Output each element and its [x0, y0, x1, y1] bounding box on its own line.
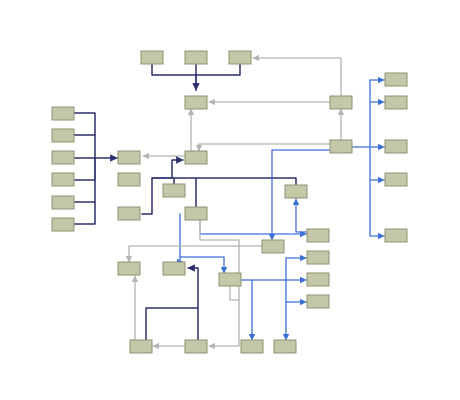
node-right-col-1[interactable] [384, 72, 408, 87]
connector-dark-bottom-up [187, 264, 199, 309]
node-lowmid[interactable] [218, 272, 242, 287]
node-mid-right[interactable] [306, 228, 330, 243]
node-left-lower[interactable] [117, 206, 141, 221]
connector-lower-center-to-lowmid [179, 256, 228, 274]
node-bottom-2[interactable] [184, 339, 208, 354]
node-middle[interactable] [184, 206, 208, 221]
node-upper-right[interactable] [329, 95, 353, 110]
connector-left-col-4 [73, 157, 96, 181]
node-lower-right-2[interactable] [306, 272, 330, 287]
connector-top-right-to-hub [195, 63, 241, 76]
connector-left-col-1 [73, 112, 96, 159]
node-left-col-2[interactable] [51, 128, 75, 143]
node-left-col-3[interactable] [51, 150, 75, 165]
connector-right-fan-1 [351, 76, 385, 148]
node-hub[interactable] [184, 95, 208, 110]
node-left-col-6[interactable] [51, 217, 75, 232]
node-lower-right-1[interactable] [306, 250, 330, 265]
node-left-col-1[interactable] [51, 106, 75, 121]
node-top-middle[interactable] [184, 50, 208, 65]
node-right-col-4[interactable] [384, 172, 408, 187]
connector-lowmid-fan-3 [285, 279, 307, 306]
connector-right-fan-5 [369, 179, 385, 240]
connector-right-mid-to-lower [268, 149, 331, 241]
node-left-mid-2[interactable] [117, 172, 141, 187]
node-lower-left[interactable] [117, 261, 141, 276]
connector-gray-lower-loop [125, 245, 263, 263]
node-lower-center[interactable] [162, 261, 186, 276]
node-right-mid[interactable] [329, 139, 353, 154]
node-bottom-4[interactable] [273, 339, 297, 354]
connector-right-fan-4 [369, 146, 385, 184]
node-bottom-1[interactable] [129, 339, 153, 354]
connector-right-mid-to-center [195, 143, 331, 152]
connector-upper-right-to-top-right [252, 54, 342, 97]
connector-midright-to-small [292, 198, 308, 233]
node-top-right[interactable] [228, 50, 252, 65]
connector-lowmid-fan-1 [240, 254, 307, 281]
node-lower-right-3[interactable] [306, 294, 330, 309]
node-top-left[interactable] [140, 50, 164, 65]
node-center[interactable] [184, 150, 208, 165]
node-bottom-3[interactable] [240, 339, 264, 354]
connector-dark-bottom-loop [145, 307, 199, 342]
node-left-mid[interactable] [117, 150, 141, 165]
connector-middle-to-lower-center [177, 213, 184, 266]
node-right-col-3[interactable] [384, 139, 408, 154]
connector-lowmid-to-bottom [199, 219, 240, 301]
connector-center-line-right [151, 177, 297, 186]
node-right-small[interactable] [284, 184, 308, 199]
node-right-col-5[interactable] [384, 228, 408, 243]
node-left-col-5[interactable] [51, 195, 75, 210]
diagram-nodes [51, 50, 408, 354]
connector-left-col-6 [73, 201, 96, 225]
connector-top-left-to-hub [151, 63, 200, 91]
node-right-col-2[interactable] [384, 95, 408, 110]
node-left-col-4[interactable] [51, 172, 75, 187]
node-below-right[interactable] [261, 239, 285, 254]
connector-lowmid-to-bottom-2 [208, 299, 240, 350]
connector-lines [73, 54, 385, 350]
connector-middle-to-midright [199, 219, 307, 238]
node-small[interactable] [162, 183, 186, 198]
